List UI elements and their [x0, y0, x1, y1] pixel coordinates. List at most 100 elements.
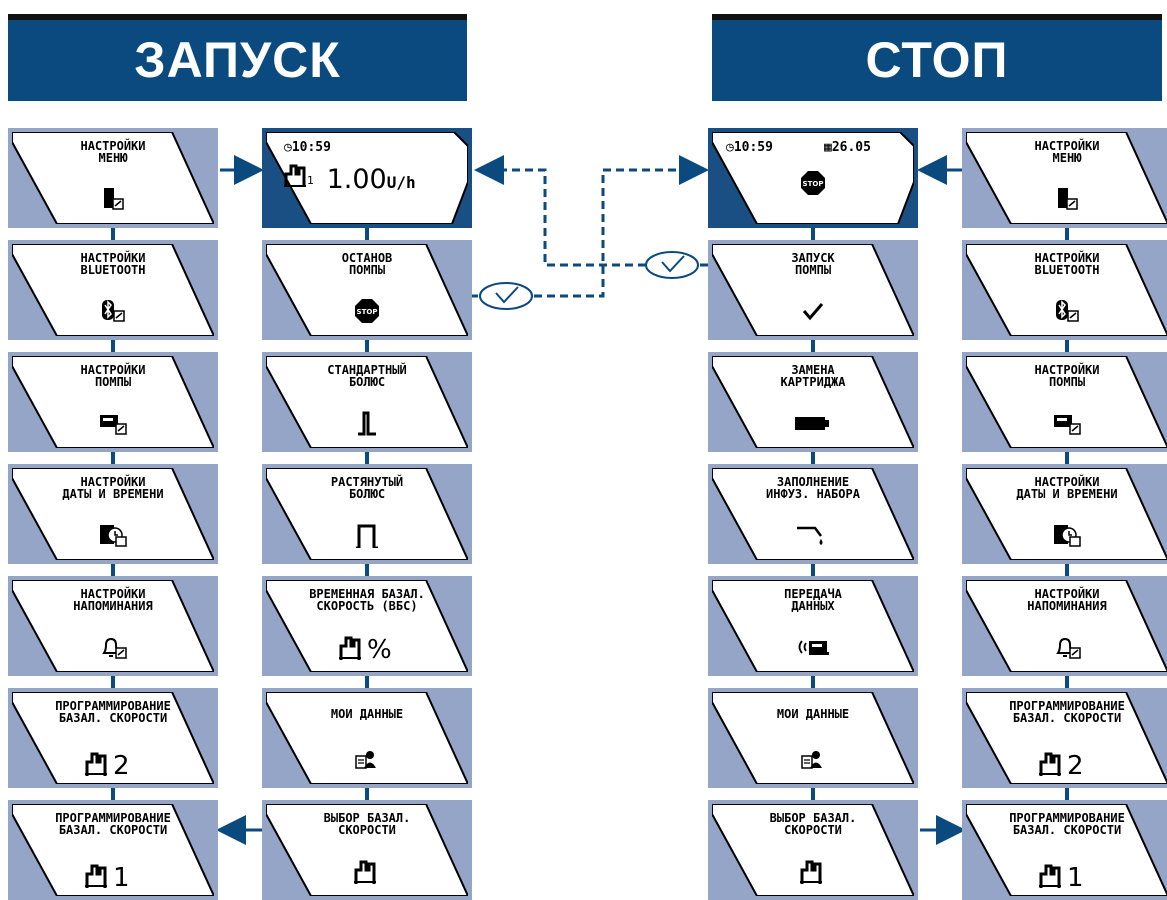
menu-label: НАСТРОЙКИ ПОМПЫ: [80, 363, 146, 389]
menu-label: ПРОГРАММИРОВАНИЕ БАЗАЛ. СКОРОСТИ: [1009, 699, 1125, 725]
menu-card[interactable]: МОИ ДАННЫЕ: [262, 688, 472, 788]
lcd-screen: ПРОГРАММИРОВАНИЕ БАЗАЛ. СКОРОСТИ 2: [966, 692, 1167, 784]
menu-card[interactable]: НАСТРОЙКИ ПОМПЫ: [962, 352, 1167, 452]
menu-label: ОСТАНОВ ПОМПЫ: [341, 251, 393, 277]
menu-label: ПРОГРАММИРОВАНИЕ БАЗАЛ. СКОРОСТИ: [1009, 811, 1125, 837]
menu-card[interactable]: ПРОГРАММИРОВАНИЕ БАЗАЛ. СКОРОСТИ 2: [8, 688, 218, 788]
lcd-screen: ВРЕМЕННАЯ БАЗАЛ. СКОРОСТЬ (ВБС)%: [266, 580, 468, 672]
svg-text:STOP: STOP: [357, 308, 378, 316]
menu-label: ПЕРЕДАЧА ДАННЫХ: [784, 587, 842, 613]
menu-card[interactable]: ПРОГРАММИРОВАНИЕ БАЗАЛ. СКОРОСТИ 1: [962, 800, 1167, 900]
lcd-screen: ВЫБОР БАЗАЛ. СКОРОСТИ: [266, 804, 468, 896]
menu-card[interactable]: ВРЕМЕННАЯ БАЗАЛ. СКОРОСТЬ (ВБС)%: [262, 576, 472, 676]
menu-card[interactable]: РАСТЯНУТЫЙ БОЛЮС: [262, 464, 472, 564]
profile-number: 1: [307, 174, 314, 187]
lcd-screen: НАСТРОЙКИ BLUETOOTH: [966, 244, 1167, 336]
svg-text:%: %: [367, 635, 392, 660]
pump-settings-icon: [12, 410, 214, 436]
menu-card[interactable]: ПРОГРАММИРОВАНИЕ БАЗАЛ. СКОРОСТИ 1: [8, 800, 218, 900]
clock-time: ◷10:59: [284, 140, 331, 155]
date-time-settings-icon: [12, 522, 214, 548]
lcd-screen: НАСТРОЙКИ МЕНЮ: [12, 132, 214, 224]
lcd-screen: НАСТРОЙКИ МЕНЮ: [966, 132, 1167, 224]
tbr-icon: %: [266, 634, 468, 660]
clock-time: ◷10:59: [726, 140, 773, 155]
menu-card[interactable]: МОИ ДАННЫЕ: [708, 688, 918, 788]
basal-select-icon: [712, 858, 914, 884]
basal-rate: 1 1.00U/h: [284, 162, 416, 195]
menu-card[interactable]: НАСТРОЙКИ НАПОМИНАНИЯ: [8, 576, 218, 676]
reminder-settings-icon: [12, 634, 214, 660]
svg-text:1: 1: [1067, 863, 1084, 888]
basal-select-icon: [266, 858, 468, 884]
basal-profile-icon: 2: [966, 750, 1167, 776]
clock-icon: ◷: [726, 140, 734, 155]
lcd-screen: НАСТРОЙКИ ДАТЫ И ВРЕМЕНИ: [12, 468, 214, 560]
basal-profile-icon: 1: [966, 862, 1167, 888]
stop-screen: ◷10:59 ▦26.05 STOP: [708, 128, 918, 228]
menu-card[interactable]: НАСТРОЙКИ НАПОМИНАНИЯ: [962, 576, 1167, 676]
menu-card[interactable]: ВЫБОР БАЗАЛ. СКОРОСТИ: [262, 800, 472, 900]
menu-label: НАСТРОЙКИ МЕНЮ: [80, 139, 146, 165]
calendar-icon: ▦: [824, 140, 832, 155]
lcd-screen: НАСТРОЙКИ НАПОМИНАНИЯ: [966, 580, 1167, 672]
start-header: ЗАПУСК: [8, 14, 467, 101]
menu-label: РАСТЯНУТЫЙ БОЛЮС: [330, 475, 404, 501]
menu-settings-icon: [966, 186, 1167, 212]
menu-card[interactable]: ЗАМЕНА КАРТРИДЖА: [708, 352, 918, 452]
basal-profile-icon: 2: [12, 750, 214, 776]
menu-label: НАСТРОЙКИ НАПОМИНАНИЯ: [73, 587, 153, 613]
basal-profile-icon: 1: [284, 164, 314, 187]
pump-settings-icon: [966, 410, 1167, 436]
bluetooth-settings-icon: [966, 298, 1167, 324]
basal-profile-icon: 1: [12, 862, 214, 888]
lcd-screen: МОИ ДАННЫЕ: [712, 692, 914, 784]
run-screen: ◷10:59 1 1.00U/h: [262, 128, 472, 228]
lcd-screen: НАСТРОЙКИ ДАТЫ И ВРЕМЕНИ: [966, 468, 1167, 560]
menu-label: ЗАПОЛНЕНИЕ ИНФУЗ. НАБОРА: [766, 475, 860, 501]
svg-text:1: 1: [113, 863, 130, 888]
menu-label: НАСТРОЙКИ BLUETOOTH: [80, 251, 146, 277]
extended-bolus-icon: [266, 522, 468, 548]
menu-card[interactable]: ВЫБОР БАЗАЛ. СКОРОСТИ: [708, 800, 918, 900]
lcd-screen: РАСТЯНУТЫЙ БОЛЮС: [266, 468, 468, 560]
stop-icon: STOP: [266, 298, 468, 324]
svg-text:STOP: STOP: [803, 180, 824, 188]
menu-label: НАСТРОЙКИ ДАТЫ И ВРЕМЕНИ: [62, 475, 164, 501]
stop-header: СТОП: [712, 14, 1162, 101]
my-data-icon: [266, 746, 468, 772]
rate-unit: U/h: [386, 173, 416, 192]
menu-label: ПРОГРАММИРОВАНИЕ БАЗАЛ. СКОРОСТИ: [55, 811, 171, 837]
lcd-screen: ЗАПОЛНЕНИЕ ИНФУЗ. НАБОРА: [712, 468, 914, 560]
menu-label: НАСТРОЙКИ НАПОМИНАНИЯ: [1027, 587, 1107, 613]
menu-card[interactable]: НАСТРОЙКИ BLUETOOTH: [8, 240, 218, 340]
menu-label: СТАНДАРТНЫЙ БОЛЮС: [327, 363, 407, 389]
standard-bolus-icon: [266, 410, 468, 436]
my-data-icon: [712, 746, 914, 772]
menu-card[interactable]: НАСТРОЙКИ ДАТЫ И ВРЕМЕНИ: [962, 464, 1167, 564]
fill-infusion-set-icon: [712, 522, 914, 548]
lcd-screen: ПРОГРАММИРОВАНИЕ БАЗАЛ. СКОРОСТИ 1: [12, 804, 214, 896]
clock-icon: ◷: [284, 140, 292, 155]
menu-label: МОИ ДАННЫЕ: [776, 707, 850, 721]
menu-card[interactable]: НАСТРОЙКИ МЕНЮ: [962, 128, 1167, 228]
date: ▦26.05: [824, 140, 871, 155]
menu-card[interactable]: ЗАПУСК ПОМПЫ: [708, 240, 918, 340]
menu-card[interactable]: ПЕРЕДАЧА ДАННЫХ: [708, 576, 918, 676]
lcd-screen: ◷10:59 ▦26.05 STOP: [712, 132, 914, 224]
menu-card[interactable]: НАСТРОЙКИ BLUETOOTH: [962, 240, 1167, 340]
menu-label: ПРОГРАММИРОВАНИЕ БАЗАЛ. СКОРОСТИ: [55, 699, 171, 725]
menu-card[interactable]: ОСТАНОВ ПОМПЫ STOP: [262, 240, 472, 340]
lcd-screen: СТАНДАРТНЫЙ БОЛЮС: [266, 356, 468, 448]
lcd-screen: НАСТРОЙКИ ПОМПЫ: [966, 356, 1167, 448]
menu-card[interactable]: НАСТРОЙКИ МЕНЮ: [8, 128, 218, 228]
menu-card[interactable]: НАСТРОЙКИ ПОМПЫ: [8, 352, 218, 452]
menu-card[interactable]: ЗАПОЛНЕНИЕ ИНФУЗ. НАБОРА: [708, 464, 918, 564]
menu-settings-icon: [12, 186, 214, 212]
lcd-screen: ПРОГРАММИРОВАНИЕ БАЗАЛ. СКОРОСТИ 2: [12, 692, 214, 784]
lcd-screen: ПРОГРАММИРОВАНИЕ БАЗАЛ. СКОРОСТИ 1: [966, 804, 1167, 896]
menu-label: НАСТРОЙКИ ДАТЫ И ВРЕМЕНИ: [1016, 475, 1118, 501]
menu-card[interactable]: СТАНДАРТНЫЙ БОЛЮС: [262, 352, 472, 452]
menu-card[interactable]: ПРОГРАММИРОВАНИЕ БАЗАЛ. СКОРОСТИ 2: [962, 688, 1167, 788]
menu-card[interactable]: НАСТРОЙКИ ДАТЫ И ВРЕМЕНИ: [8, 464, 218, 564]
